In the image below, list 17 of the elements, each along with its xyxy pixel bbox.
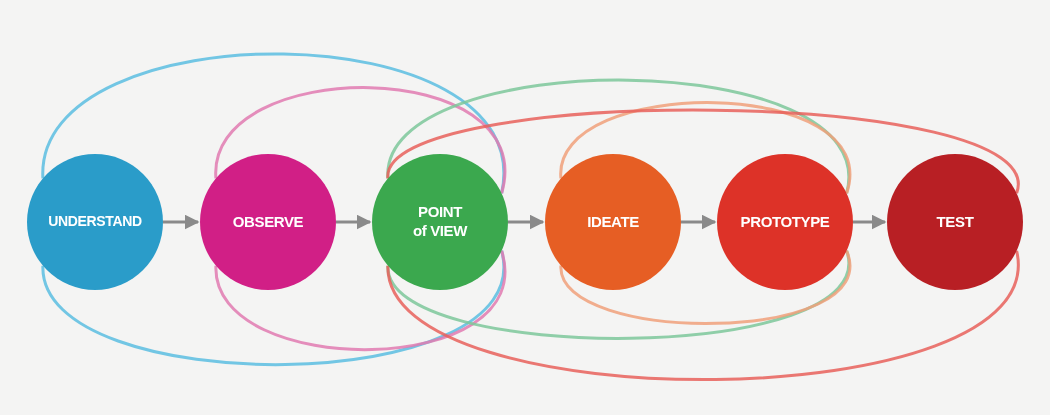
arrow — [163, 214, 200, 230]
arrow — [508, 214, 545, 230]
stage-label: TEST — [936, 212, 974, 232]
stage-label: PROTOTYPE — [740, 212, 830, 232]
arrow — [336, 214, 372, 230]
stage-label: IDEATE — [587, 212, 639, 232]
stage-label: POINT of VIEW — [411, 203, 469, 241]
stage-label: UNDERSTAND — [48, 213, 142, 231]
loop-line — [559, 250, 851, 325]
loop-line — [386, 108, 1019, 194]
arrow — [681, 214, 717, 230]
loop-line — [386, 250, 1019, 381]
loop-line — [214, 250, 506, 352]
loop-line — [214, 86, 506, 194]
loop-line — [559, 101, 851, 194]
arrow — [853, 214, 887, 230]
stage-label: OBSERVE — [232, 212, 304, 232]
